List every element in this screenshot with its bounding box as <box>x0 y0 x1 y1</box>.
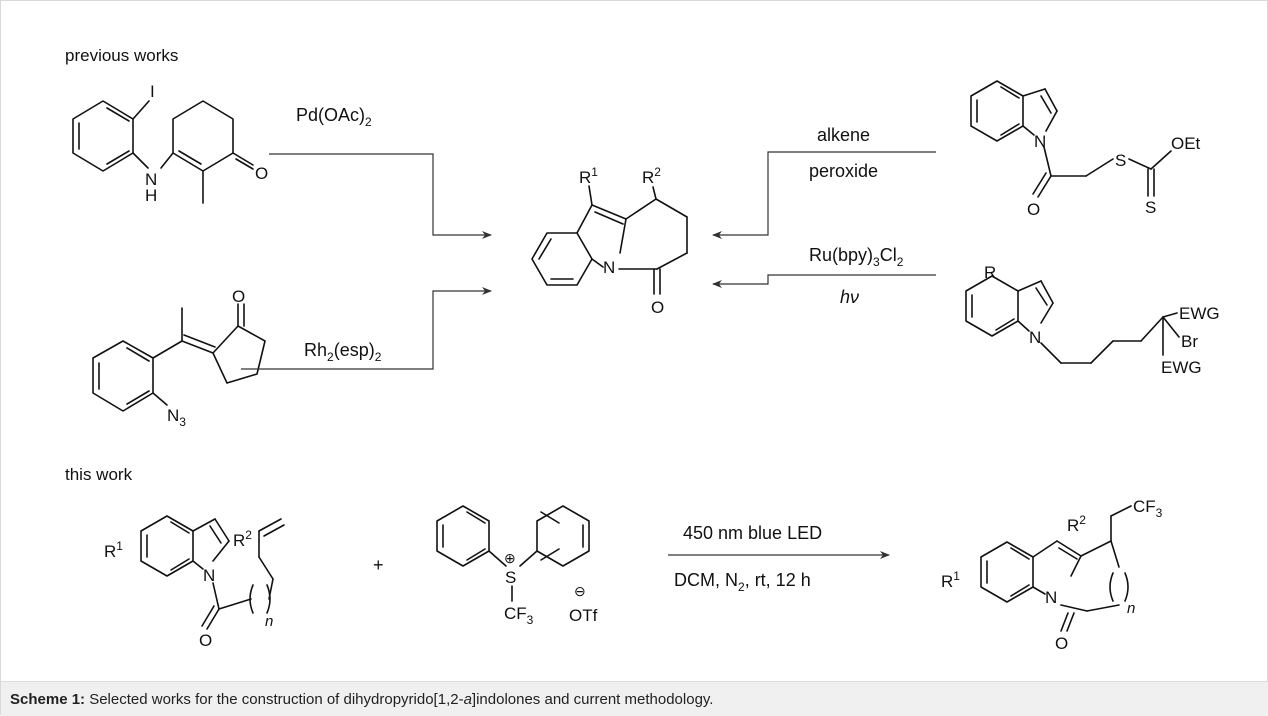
atom-sulfur-sulfonium: S <box>505 568 516 587</box>
negative-charge: ⊖ <box>574 583 586 599</box>
atom-nitrogen-product: N <box>1045 588 1057 607</box>
arrow-rh <box>241 287 492 370</box>
caption-label: Scheme 1: <box>10 691 86 708</box>
label-n-substrate: n <box>265 613 273 630</box>
atom-bromine: Br <box>1181 332 1198 351</box>
atom-iodine: I <box>150 82 155 101</box>
heading-previous-works: previous works <box>65 46 178 65</box>
plus-sign: + <box>373 555 384 575</box>
label-ethoxy: OEt <box>1171 134 1201 153</box>
atom-oxygen-substrate: O <box>199 631 212 650</box>
atom-sulfur-xanthate: S <box>1115 151 1126 170</box>
label-ewg-top: EWG <box>1179 304 1220 323</box>
molecule-alkenyl-indole: R1 R2 N O n <box>104 515 285 650</box>
condition-pd: Pd(OAc)2 <box>296 105 372 129</box>
arrow-alkene-peroxide <box>712 151 936 239</box>
caption-text: Selected works for the construction of d… <box>85 691 464 708</box>
label-r1-substrate: R1 <box>104 539 123 561</box>
molecule-indole-xanthate: N O S OEt S <box>970 80 1201 219</box>
label-r2-product: R2 <box>1067 513 1086 535</box>
molecule-product-center: N R1 R2 O <box>531 165 688 317</box>
label-r1-center: R1 <box>579 165 598 187</box>
scheme-caption: Scheme 1: Selected works for the constru… <box>10 691 713 708</box>
atom-nitrogen-center: N <box>603 258 615 277</box>
atom-sulfur-thione: S <box>1145 198 1156 217</box>
condition-peroxide: peroxide <box>809 161 878 181</box>
arrow-pd <box>269 153 492 239</box>
label-r1-product: R1 <box>941 569 960 591</box>
atom-oxygen-center: O <box>651 298 664 317</box>
label-triflate: OTf <box>569 606 598 625</box>
molecule-azido-cyclopentanone: N3 O <box>92 287 266 429</box>
heading-this-work: this work <box>65 465 133 484</box>
scheme-drawing: previous works this work I N H O Pd(OAc)… <box>65 46 1220 653</box>
molecule-bromo-alkyl-indole: R N EWG Br EWG <box>965 263 1220 377</box>
condition-light: hν <box>840 287 859 307</box>
label-r-indole: R <box>984 263 996 282</box>
atom-oxygen-product: O <box>1055 634 1068 653</box>
atom-oxygen-xanthate: O <box>1027 200 1040 219</box>
label-r2-center: R2 <box>642 165 661 187</box>
molecule-product-cf3: R1 R2 N CF3 n O <box>941 497 1163 653</box>
label-r2-substrate: R2 <box>233 528 252 550</box>
atom-nitrogen-substrate: N <box>203 566 215 585</box>
positive-charge: ⊕ <box>504 550 516 566</box>
condition-ru: Ru(bpy)3Cl2 <box>809 245 904 269</box>
arrow-ru-light <box>712 274 936 288</box>
condition-rh: Rh2(esp)2 <box>304 340 382 364</box>
condition-led: 450 nm blue LED <box>683 523 822 543</box>
atom-oxygen-ketone: O <box>232 287 245 306</box>
atom-nitrogen: N <box>145 170 157 189</box>
atom-oxygen-enone: O <box>255 164 268 183</box>
atom-nitrogen-xanthate: N <box>1034 132 1046 151</box>
caption-bar: Scheme 1: Selected works for the constru… <box>1 681 1268 716</box>
caption-text-end: ]indolones and current methodology. <box>471 691 714 708</box>
atom-nitrogen-bromo: N <box>1029 328 1041 347</box>
atom-azide: N3 <box>167 406 186 429</box>
label-ewg-bottom: EWG <box>1161 358 1202 377</box>
label-n-product: n <box>1127 600 1135 617</box>
molecule-iodoaniline-enone: I N H O <box>72 82 268 205</box>
molecule-sulfonium-reagent: S ⊕ CF3 ⊖ OTf <box>436 505 598 627</box>
label-cf3-product: CF3 <box>1133 497 1163 520</box>
label-cf3-reagent: CF3 <box>504 604 534 627</box>
condition-solvent: DCM, N2, rt, 12 h <box>674 570 811 594</box>
atom-hydrogen: H <box>145 186 157 205</box>
condition-alkene: alkene <box>817 125 870 145</box>
caption-italic: a <box>463 691 472 708</box>
